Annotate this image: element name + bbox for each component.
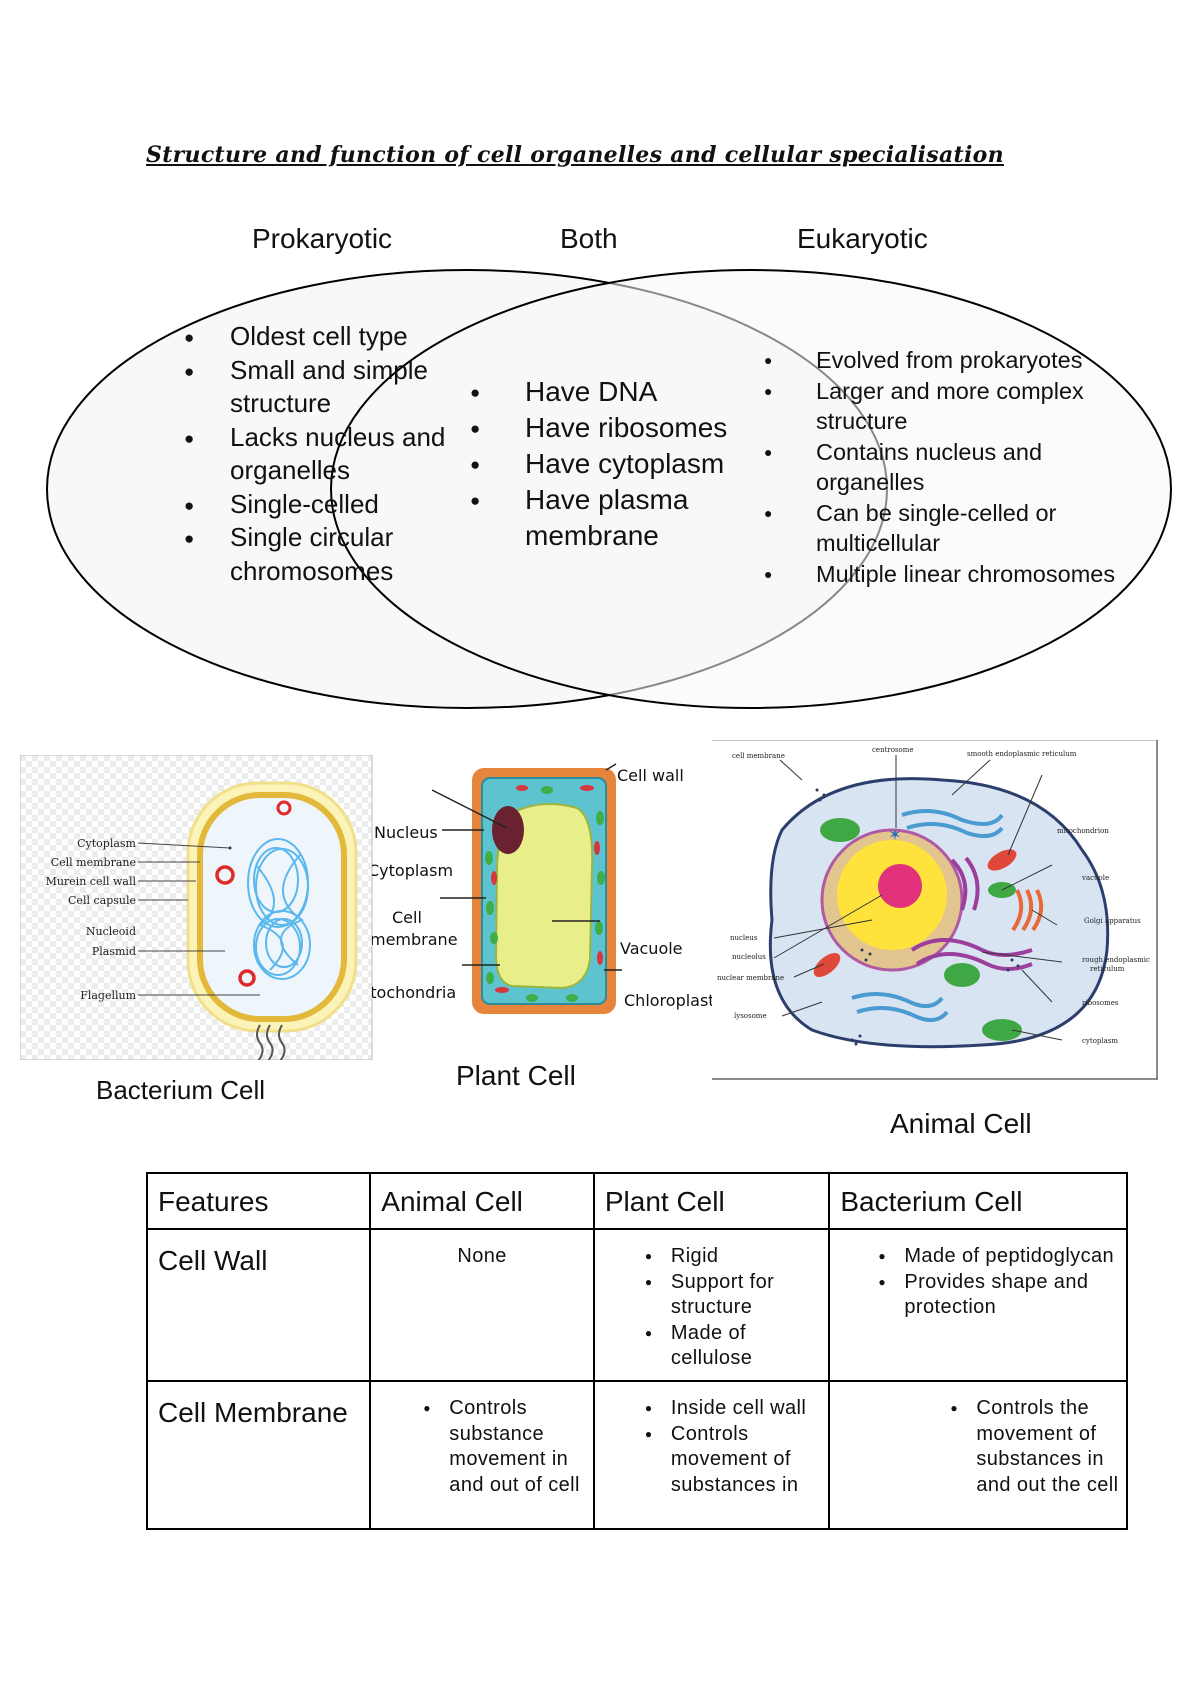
list-item: Single-celled	[184, 488, 446, 521]
list-item: Larger and more complex structure	[764, 376, 1124, 437]
bacterium-cell-figure: Cytoplasm Cell membrane Murein cell wall…	[20, 755, 373, 1060]
mitochondrion	[813, 849, 1017, 977]
label-cytoplasm: Cytoplasm	[372, 861, 453, 880]
list-item: Have plasma membrane	[470, 482, 770, 554]
plant-caption: Plant Cell	[456, 1060, 576, 1091]
label-cell-membrane: cell membrane	[732, 752, 785, 760]
page-title: Structure and function of cell organelle…	[146, 142, 1004, 168]
plant-cell-membrane: Inside cell wall Controls movement of su…	[592, 1380, 831, 1530]
label-cell-membrane: Cell membrane	[51, 856, 136, 869]
label-nuclear-membrane: nuclear membrane	[717, 974, 784, 982]
header-animal-cell: Animal Cell	[369, 1172, 595, 1230]
label-membrane: membrane	[372, 930, 458, 949]
list-item: Multiple linear chromosomes	[764, 559, 1124, 590]
label-nucleus: nucleus	[730, 934, 758, 942]
label-ribosomes: ribosomes	[1082, 999, 1119, 1007]
list-item: Provides shape and protection	[878, 1270, 1120, 1321]
eukaryotic-list: Evolved from prokaryotes Larger and more…	[764, 345, 1124, 589]
list-item: Controls the movement of substances in a…	[950, 1396, 1120, 1498]
label-cell-capsule: Cell capsule	[68, 894, 136, 907]
label-cell: Cell	[392, 908, 422, 927]
label-plasmid: Plasmid	[92, 945, 136, 958]
plant-vacuole	[494, 803, 594, 990]
mitochondria	[491, 785, 603, 993]
list-item: Oldest cell type	[184, 320, 446, 354]
label-murein-cell-wall: Murein cell wall	[46, 875, 137, 888]
murein-cell-wall	[197, 792, 347, 1022]
label-smooth-er: smooth endoplasmic reticulum	[967, 750, 1077, 758]
plant-cell-figure: Cell wall Nucleus Cytoplasm Cell membran…	[372, 763, 712, 1014]
label-mitochondrion: mitochondrion	[1057, 827, 1109, 835]
plant-nucleus	[492, 806, 524, 854]
list-item: Evolved from prokaryotes	[764, 345, 1124, 376]
list-item: Can be single-celled or multicellular	[764, 498, 1124, 559]
label-chloroplasts: Chloroplasts	[624, 991, 712, 1010]
venn-label-both: Both	[560, 223, 618, 254]
list-item: Made of cellulose	[645, 1321, 823, 1372]
centrosome-icon: ✶	[888, 827, 901, 844]
label-cell-wall: Cell wall	[617, 766, 684, 785]
both-list: Have DNA Have ribosomes Have cytoplasm H…	[470, 374, 770, 554]
list-item: Controls movement of substances in	[645, 1422, 823, 1499]
list-item: Have ribosomes	[470, 410, 770, 447]
list-item: Inside cell wall	[645, 1396, 823, 1422]
list-item: Single circular chromosomes	[184, 521, 446, 588]
list-item: Controls substance movement in and out o…	[423, 1396, 587, 1498]
label-mitochondria: Mitochondria	[372, 983, 456, 1002]
label-cytoplasm: Cytoplasm	[77, 837, 136, 850]
header-bacterium-cell: Bacterium Cell	[828, 1172, 1128, 1230]
list-item: Have DNA	[470, 374, 770, 411]
label-flagellum: Flagellum	[80, 989, 136, 1002]
flagellum	[256, 1024, 286, 1060]
animal-cell-wall: None	[369, 1228, 595, 1382]
plant-cell-wall: Rigid Support for structure Made of cell…	[592, 1228, 831, 1382]
list-item: Rigid	[645, 1244, 823, 1270]
venn-label-eukaryotic: Eukaryotic	[797, 223, 928, 254]
label-lysosome: lysosome	[734, 1012, 767, 1020]
smooth-er	[851, 809, 1004, 1023]
comparison-table: Features Animal Cell Plant Cell Bacteriu…	[145, 1172, 1128, 1530]
feature-cell-membrane: Cell Membrane	[145, 1380, 372, 1530]
bacterium-cell-membrane: Controls the movement of substances in a…	[828, 1380, 1128, 1530]
list-item: Have cytoplasm	[470, 446, 770, 483]
label-nucleus: Nucleus	[374, 823, 438, 842]
feature-cell-wall: Cell Wall	[145, 1228, 372, 1382]
venn-label-prokaryotic: Prokaryotic	[252, 223, 393, 254]
label-rough-er-2: reticulum	[1090, 965, 1125, 973]
table-row: Cell Wall None Rigid Support for structu…	[145, 1228, 1128, 1382]
table-row: Cell Membrane Controls substance movemen…	[145, 1380, 1128, 1530]
label-nucleoid: Nucleoid	[86, 925, 136, 938]
label-centrosome: centrosome	[872, 746, 914, 754]
label-rough-er: rough endoplasmic	[1082, 956, 1150, 964]
label-vacuole: Vacuole	[620, 939, 683, 958]
label-cytoplasm: cytoplasm	[1082, 1037, 1118, 1045]
golgi-apparatus	[1011, 889, 1044, 932]
plasmid	[276, 800, 292, 816]
animal-cell-membrane: Controls substance movement in and out o…	[369, 1380, 595, 1530]
list-item: Contains nucleus and organelles	[764, 437, 1124, 498]
animal-nucleolus	[878, 864, 922, 908]
rough-er	[910, 856, 1033, 971]
animal-cell-figure: ✶ centrosome cell membrane smooth endopl…	[712, 740, 1158, 1080]
plasmid	[238, 969, 256, 987]
label-vacuole: vacuole	[1081, 874, 1109, 882]
header-features: Features	[145, 1172, 372, 1230]
plasmid	[215, 865, 235, 885]
bacterium-cell-wall: Made of peptidoglycan Provides shape and…	[828, 1228, 1128, 1382]
list-item: Made of peptidoglycan	[878, 1244, 1120, 1270]
header-plant-cell: Plant Cell	[592, 1172, 831, 1230]
list-item: Small and simple structure	[184, 354, 446, 421]
bacterium-caption: Bacterium Cell	[96, 1075, 266, 1105]
table-header-row: Features Animal Cell Plant Cell Bacteriu…	[145, 1172, 1128, 1230]
prokaryotic-list: Oldest cell type Small and simple struct…	[184, 320, 446, 588]
list-item: Support for structure	[645, 1270, 823, 1321]
label-nucleolus: nucleolus	[732, 953, 766, 961]
list-item: Lacks nucleus and organelles	[184, 421, 446, 488]
nucleoid	[247, 838, 311, 980]
chloroplasts	[485, 786, 605, 1002]
label-golgi: Golgi apparatus	[1084, 917, 1141, 925]
animal-caption: Animal Cell	[890, 1108, 1032, 1139]
